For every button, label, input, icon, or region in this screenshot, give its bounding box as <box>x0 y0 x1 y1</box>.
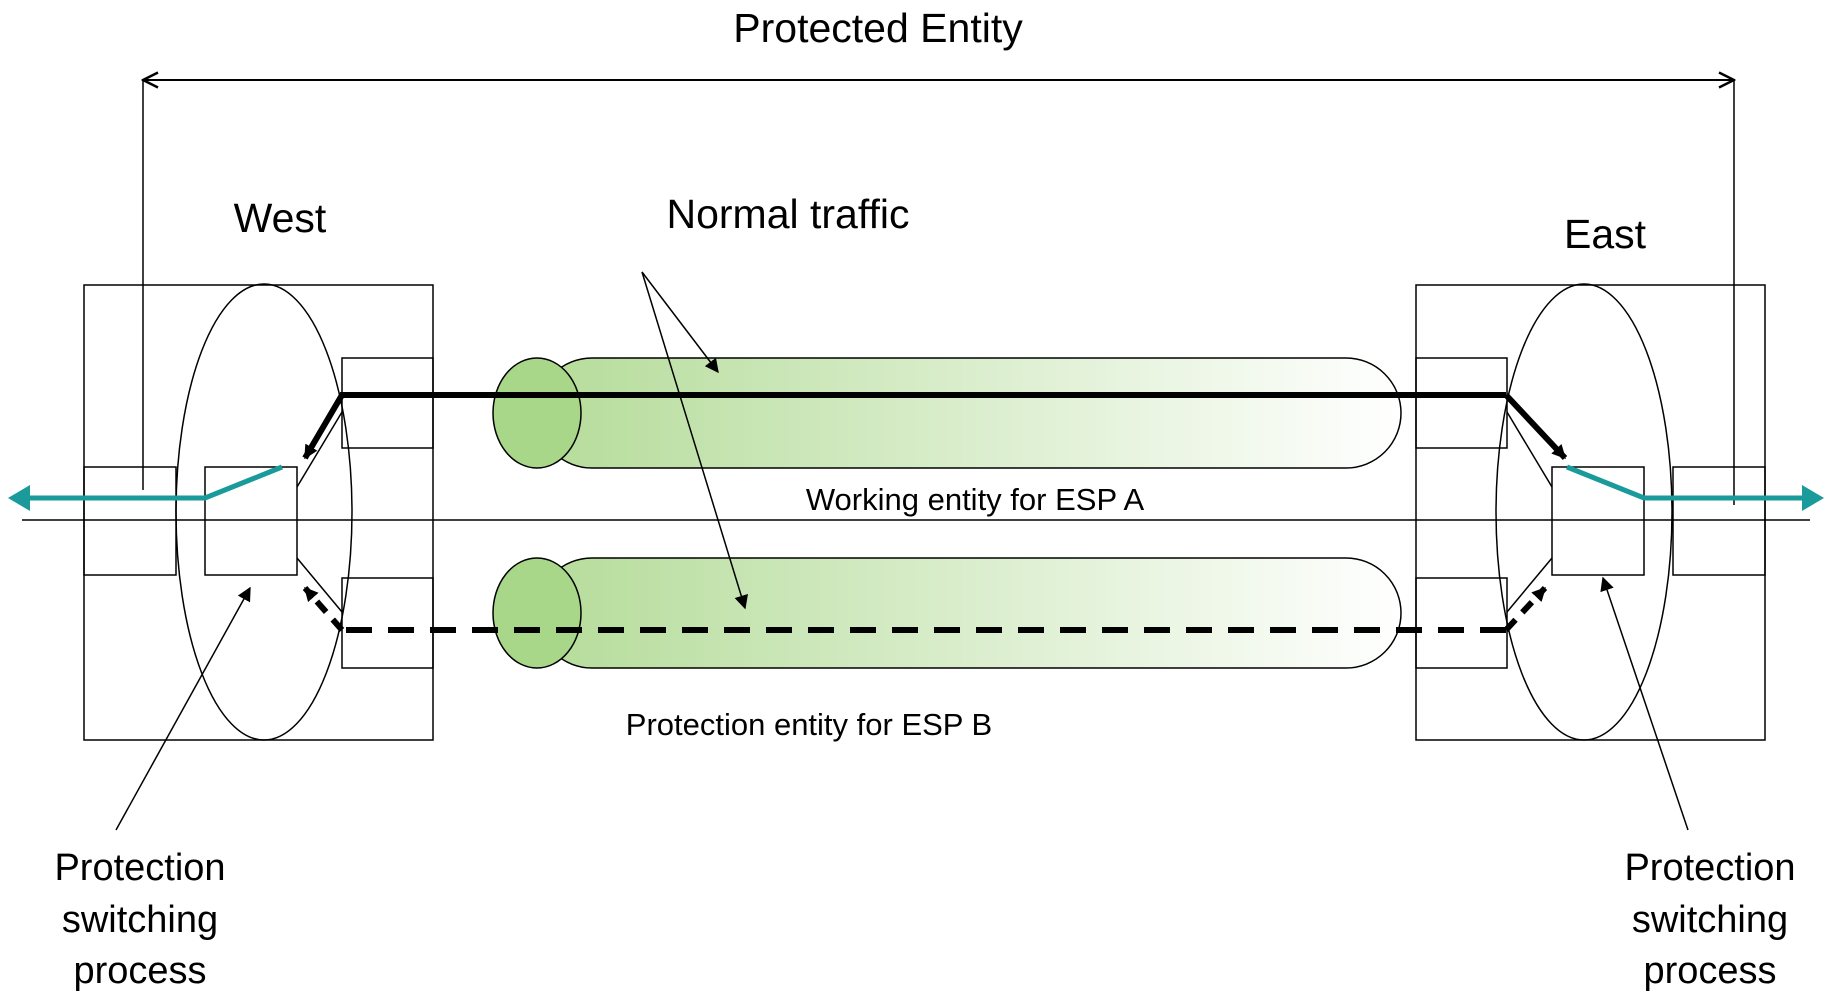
east-psp-line-3: process <box>1643 950 1776 992</box>
west-psp-line-1: Protection <box>54 847 225 889</box>
east-psp-pointer <box>1600 576 1689 831</box>
protection-entity-label: Protection entity for ESP B <box>626 707 992 742</box>
west-psp-line-3: process <box>73 950 206 992</box>
west-psp-line-2: switching <box>62 899 218 941</box>
normal-traffic-callouts <box>641 271 748 610</box>
working-path <box>302 392 1506 460</box>
normal-traffic-label: Normal traffic <box>666 191 909 237</box>
working-tube <box>492 357 1402 469</box>
east-selector <box>1566 464 1824 511</box>
east-psp-line-2: switching <box>1632 899 1788 941</box>
east-node <box>1415 283 1766 741</box>
west-psp-label: Protection switching process <box>54 847 225 992</box>
protection-path-west-end <box>302 586 345 632</box>
west-node <box>83 283 434 741</box>
west-psp-pointer <box>115 586 251 831</box>
protected-entity-label: Protected Entity <box>733 5 1023 51</box>
protection-tube <box>492 557 1402 669</box>
east-psp-label: Protection switching process <box>1624 847 1795 992</box>
protection-path-east-end <box>1503 585 1548 633</box>
east-psp-line-1: Protection <box>1624 847 1795 889</box>
working-path-east <box>1503 392 1568 461</box>
west-label: West <box>234 195 327 241</box>
west-selector <box>8 464 283 511</box>
working-entity-label: Working entity for ESP A <box>806 482 1145 517</box>
east-label: East <box>1564 211 1647 257</box>
